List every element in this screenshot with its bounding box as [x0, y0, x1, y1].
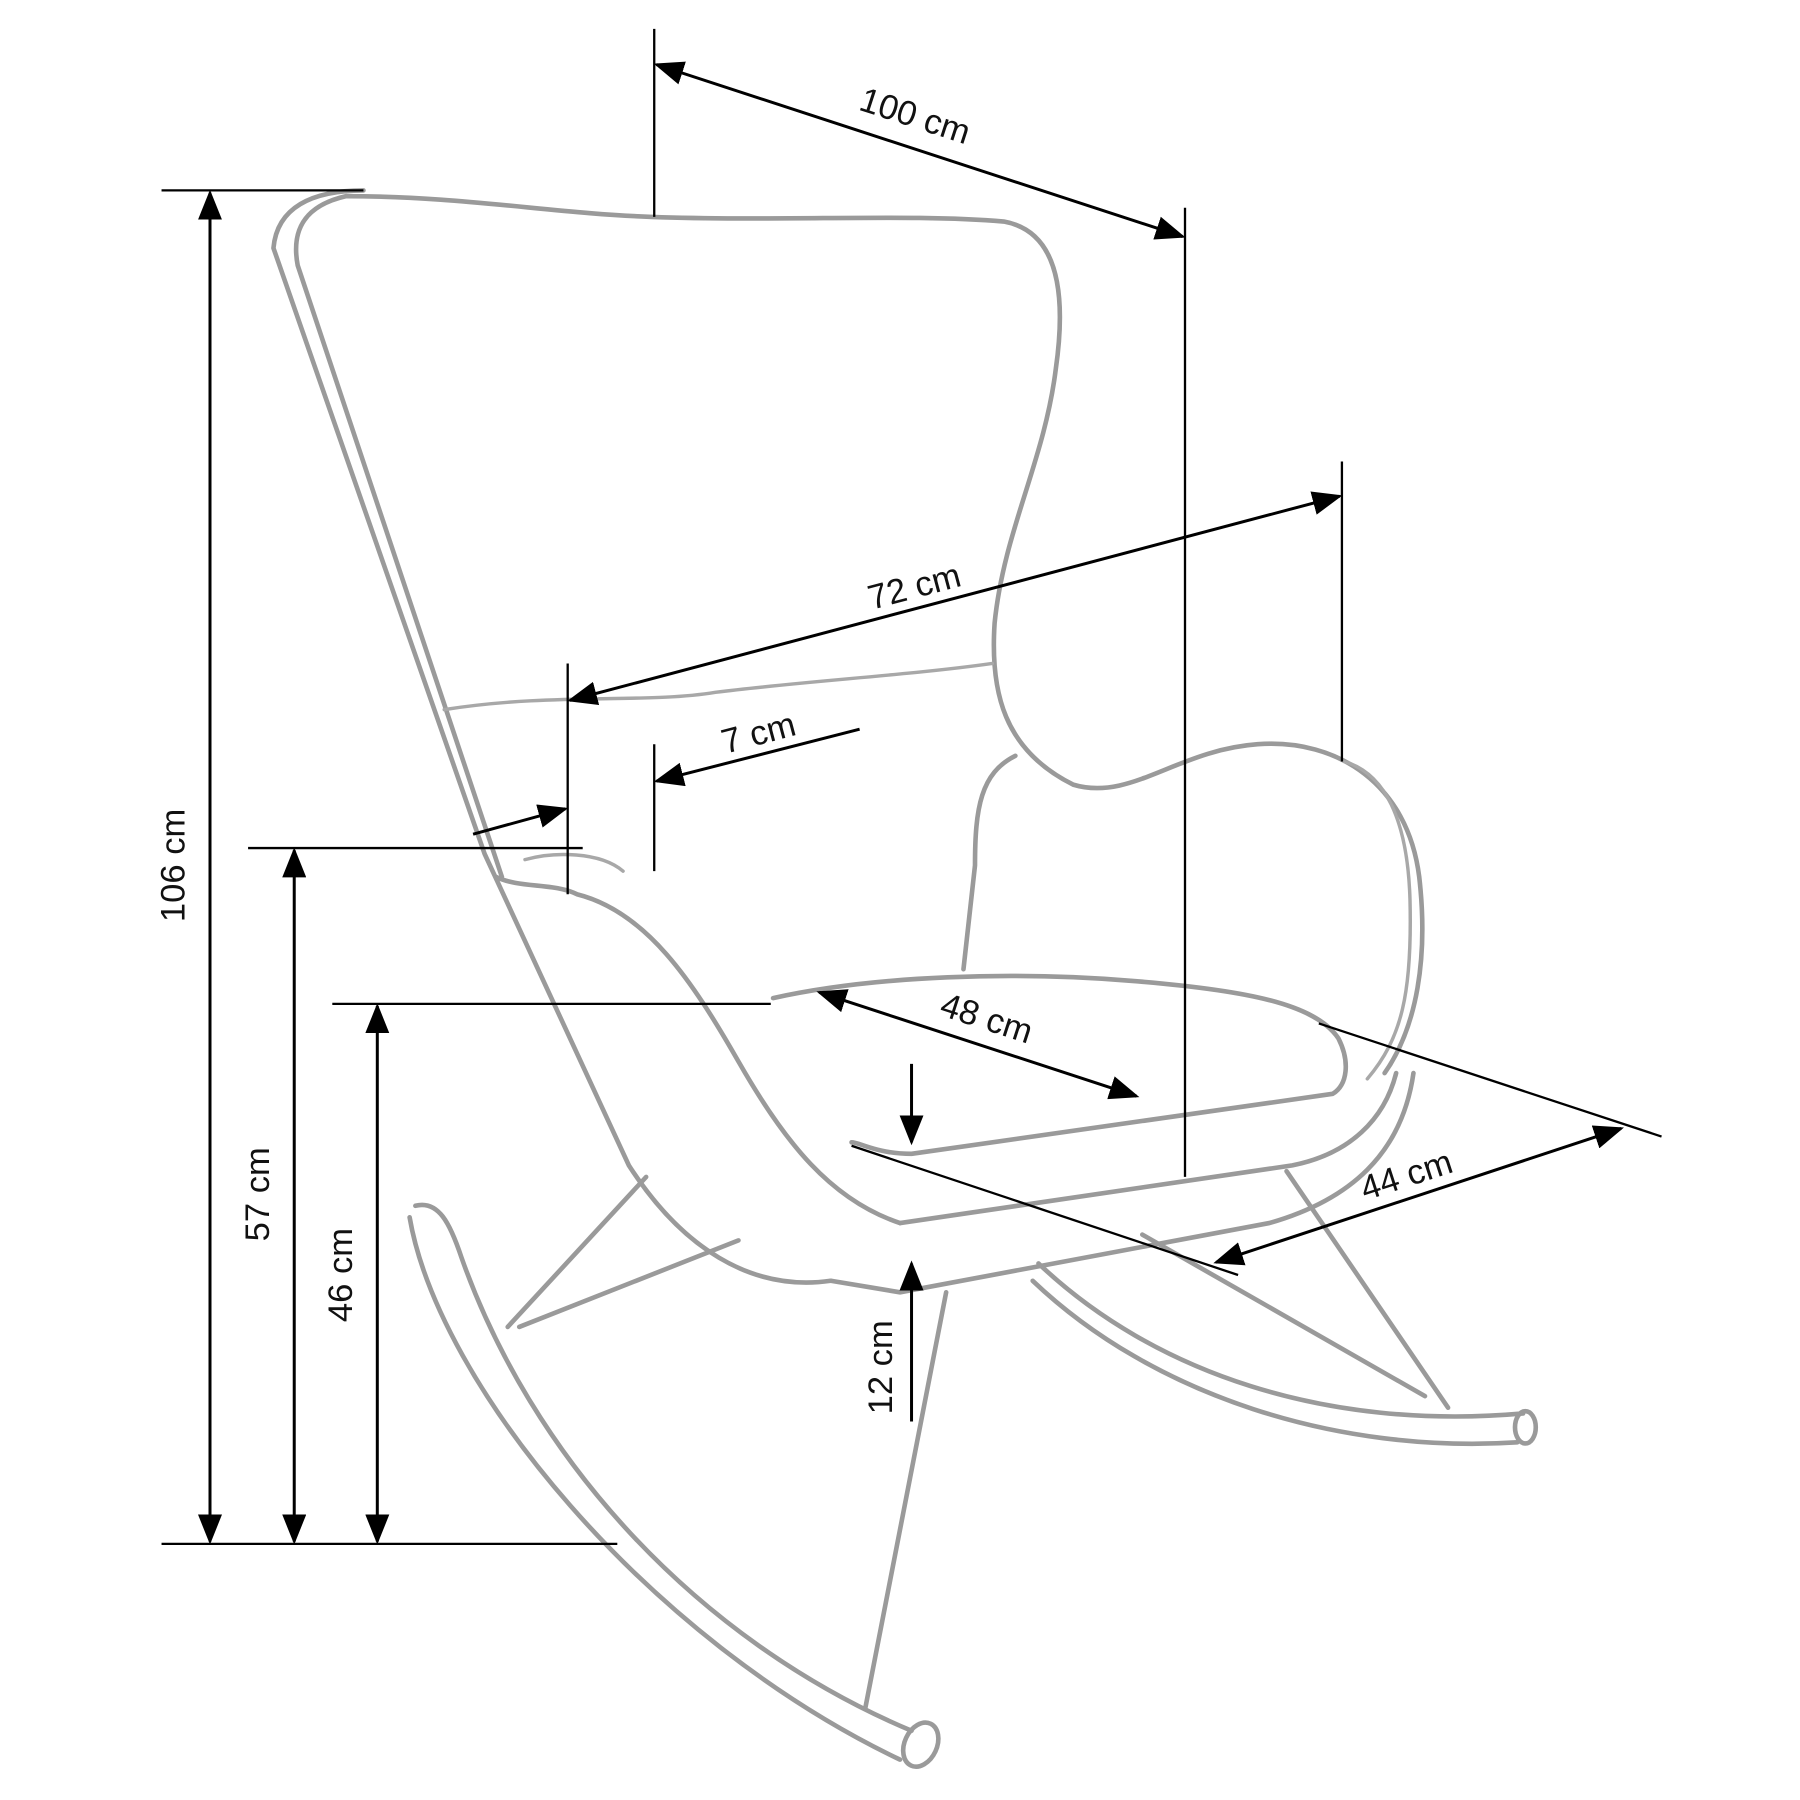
dimension-lines: [161, 28, 1662, 1545]
label-seat-thickness: 12 cm: [862, 1320, 900, 1414]
chair-outline: [271, 188, 1539, 1769]
label-seat-height: 46 cm: [322, 1228, 360, 1322]
label-seat-depth: 48 cm: [936, 986, 1037, 1051]
label-height: 106 cm: [155, 809, 193, 923]
label-armrest: 7 cm: [718, 706, 800, 762]
label-armrest-height: 57 cm: [239, 1147, 277, 1241]
dimension-labels: 100 cm 72 cm 7 cm 106 cm 57 cm 46 cm 48 …: [155, 81, 1458, 1415]
label-depth: 100 cm: [855, 81, 975, 152]
